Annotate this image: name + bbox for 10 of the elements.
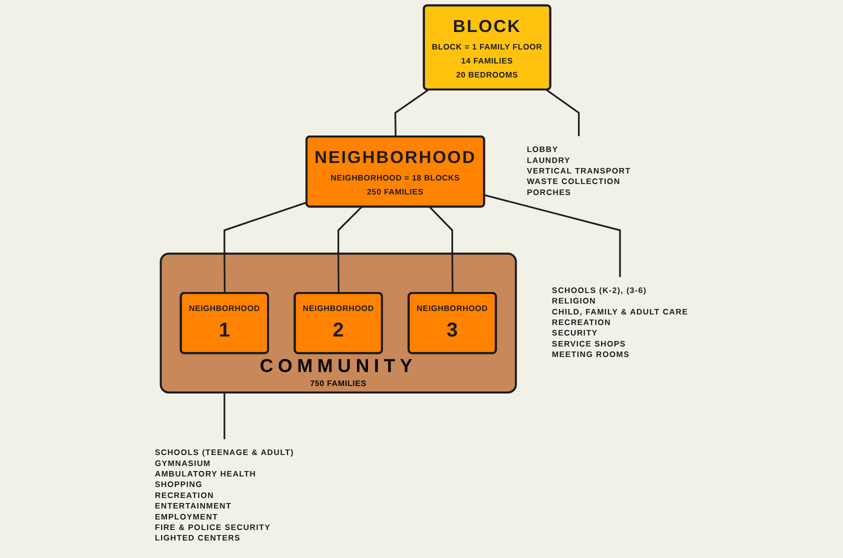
- connector: [224, 202, 308, 294]
- connector: [546, 89, 580, 136]
- connector: [224, 392, 226, 440]
- node-text: LOBBY LAUNDRY VERTICAL TRANSPORT WASTE COLLECTION PORCHES: [526, 144, 631, 197]
- connector: [394, 89, 429, 137]
- connector: [484, 194, 621, 277]
- connector: [338, 206, 362, 294]
- node-text: SCHOOLS (TEENAGE & ADULT) GYMNASIUM AMBULATORY HEALTH SHOPPING RECREATION ENTERTAINMENT EMPLOYMENT FIRE & POLICE SECURITY LIGHTED CENTERS: [154, 448, 294, 543]
- connector: [429, 206, 454, 294]
- node-text: SCHOOLS (K-2), (3-6) RELIGION CHILD, FAMILY & ADULT CARE RECREATION SECURITY SERVICE SHOPS MEETING ROOMS: [552, 286, 688, 360]
